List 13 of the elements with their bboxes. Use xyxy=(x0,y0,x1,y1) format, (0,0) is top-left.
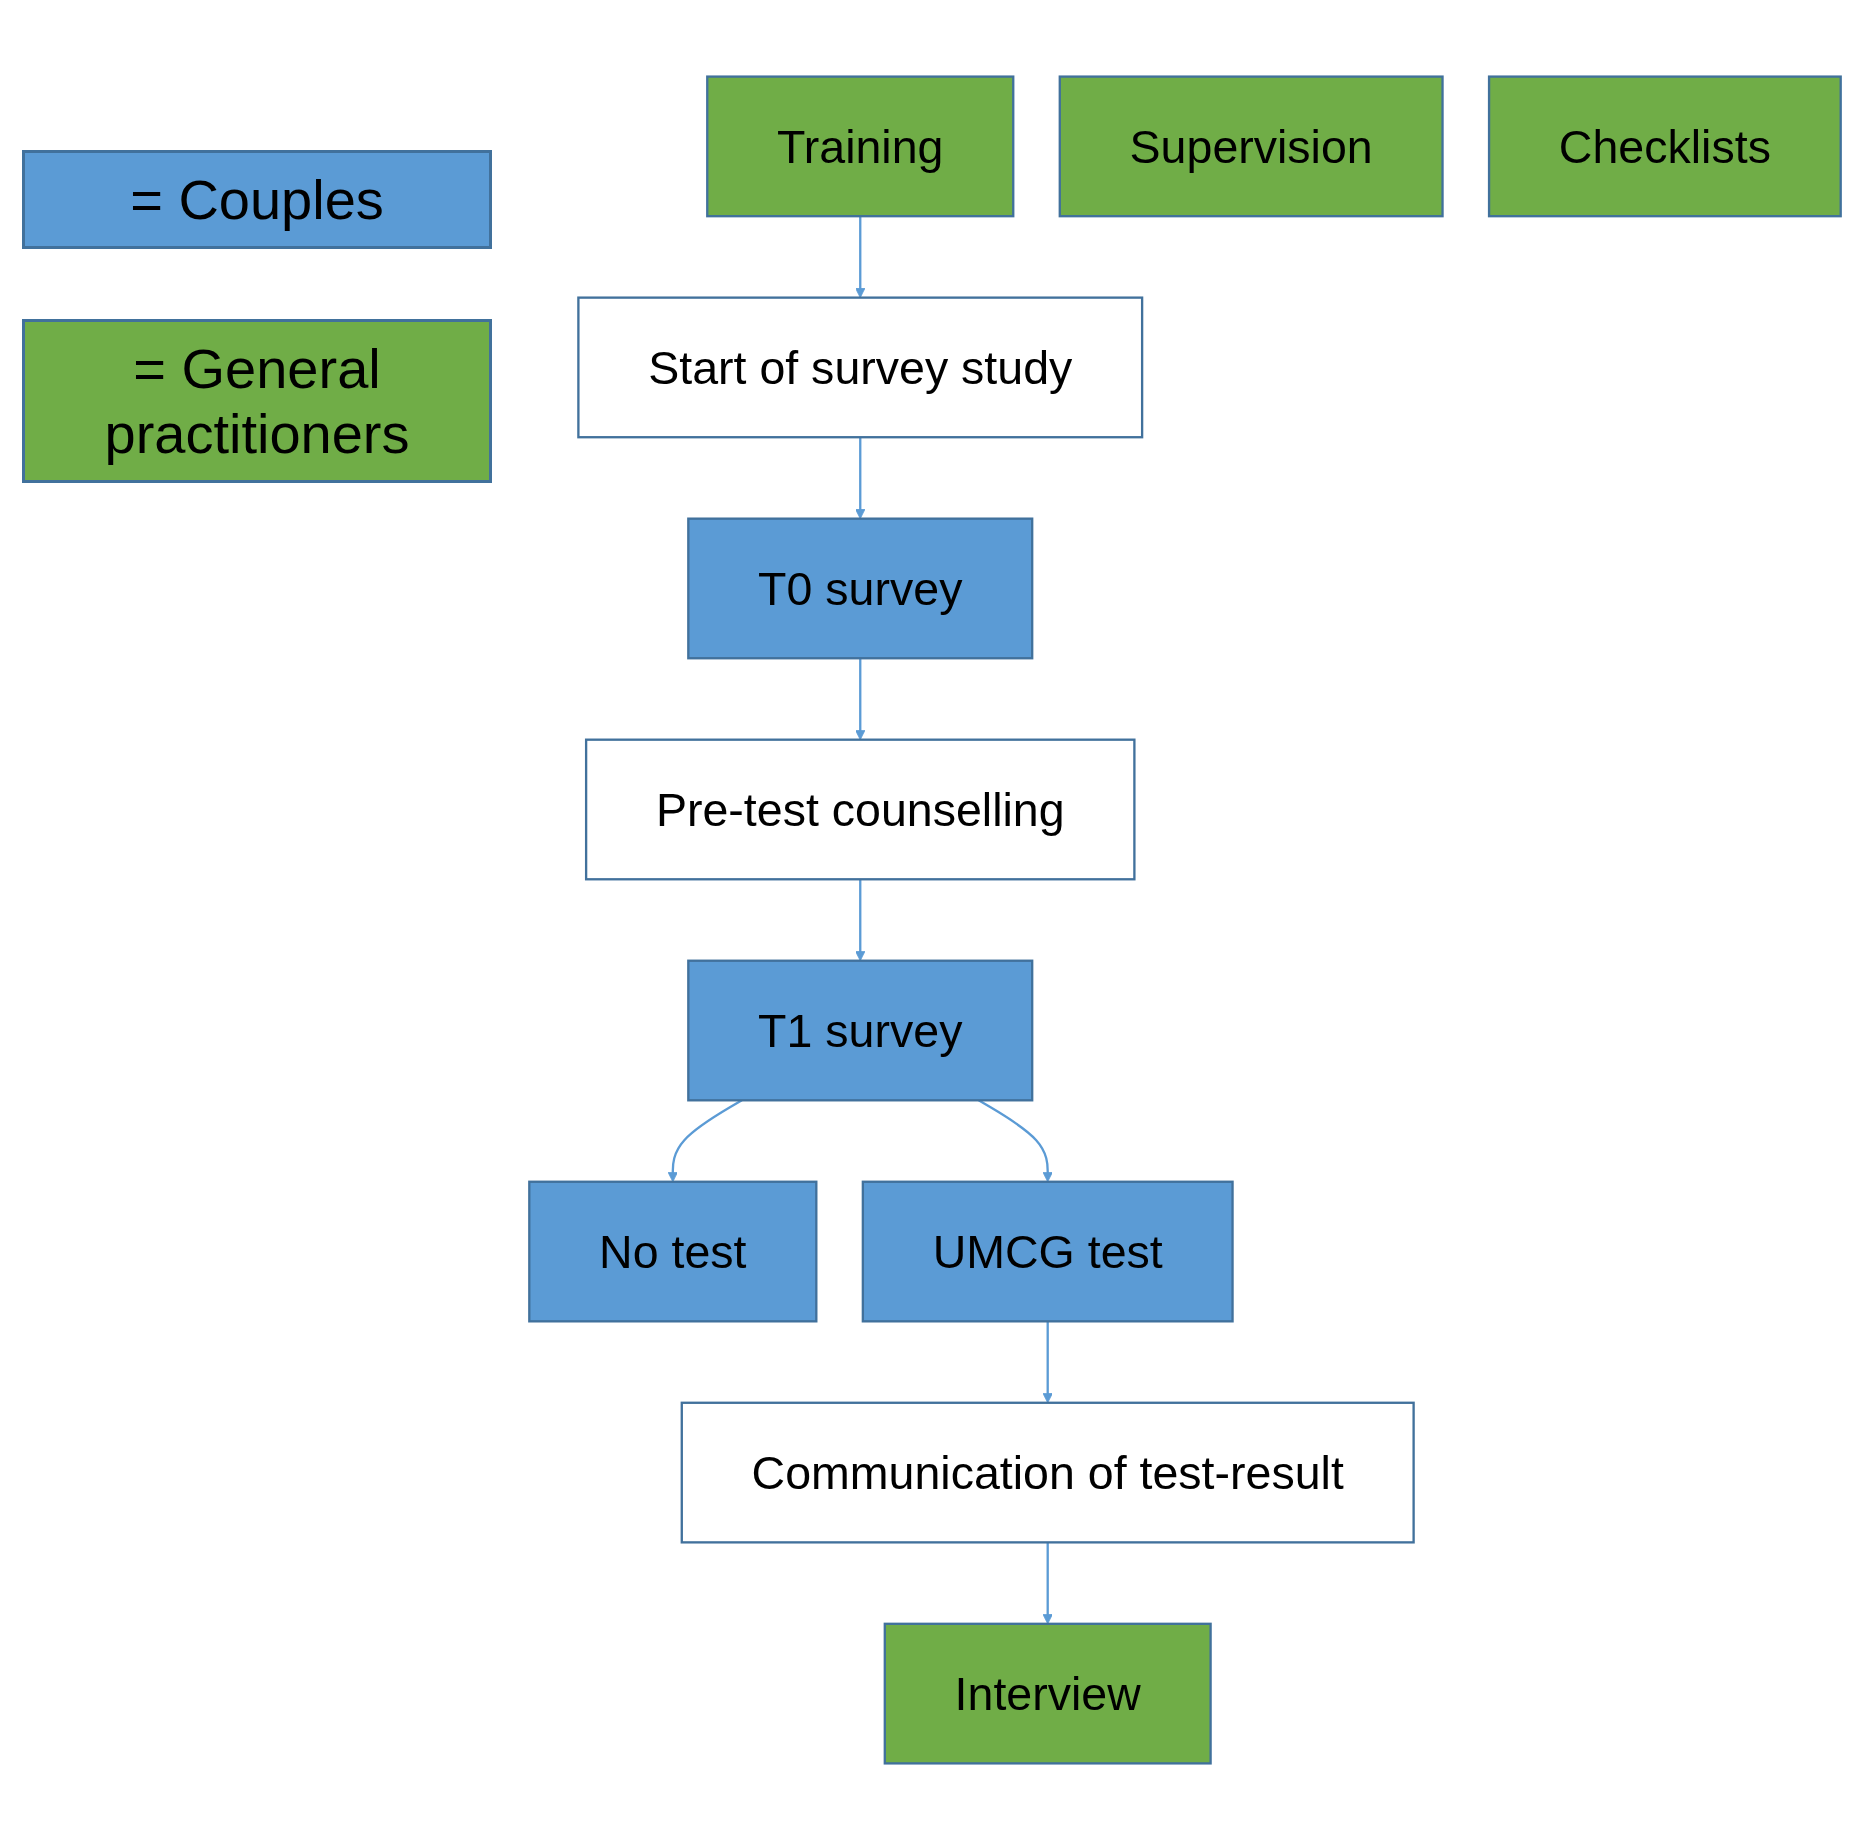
node-box: T0 survey xyxy=(687,517,1034,660)
node-box: Checklists xyxy=(1487,75,1842,218)
legend-swatch: = Couples xyxy=(22,150,492,249)
node-box: UMCG test xyxy=(861,1180,1234,1323)
node-box: Training xyxy=(706,75,1015,218)
node-box: Start of survey study xyxy=(577,296,1144,439)
node-box: Interview xyxy=(883,1622,1212,1765)
legend-swatch: = General practitioners xyxy=(22,319,492,483)
node-box: Supervision xyxy=(1058,75,1444,218)
node-box: Pre-test counselling xyxy=(584,738,1136,881)
node-box: Communication of test-result xyxy=(680,1401,1415,1544)
node-box: T1 survey xyxy=(687,959,1034,1102)
node-box: No test xyxy=(528,1180,818,1323)
